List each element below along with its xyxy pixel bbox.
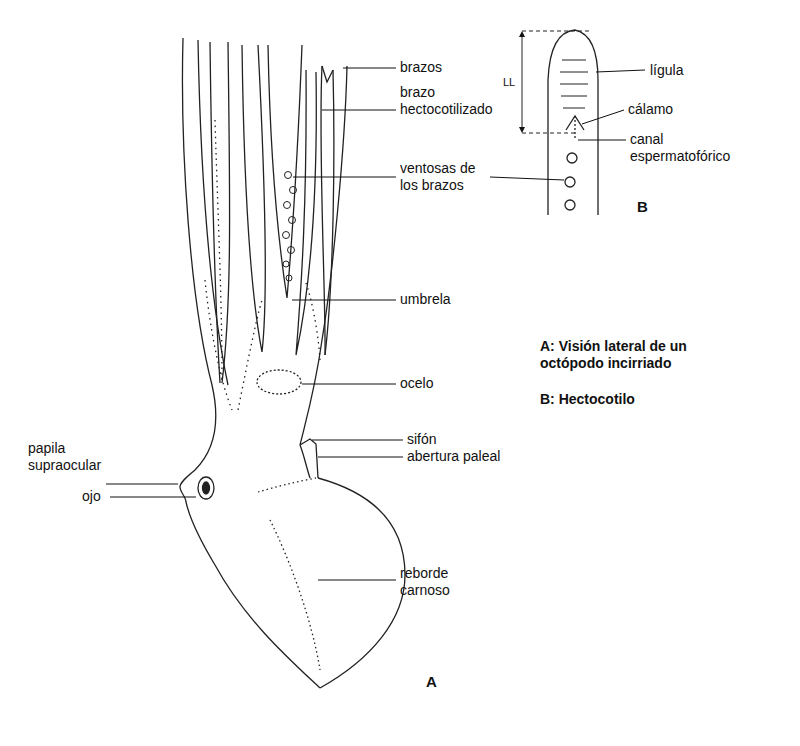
sucker <box>565 200 575 210</box>
part-label: ventosas de los brazos <box>400 160 490 194</box>
leader-line <box>312 440 403 441</box>
leader-line <box>302 384 396 385</box>
leader-line <box>322 110 396 111</box>
pupil <box>203 482 210 494</box>
part-label: ojo <box>82 488 108 505</box>
ligula-striations <box>560 60 588 108</box>
part-label: umbrela <box>400 291 490 308</box>
pallial-opening <box>258 478 316 492</box>
umbrella-web <box>305 280 320 360</box>
spermatophoric-groove <box>574 116 575 140</box>
dimension-guide <box>522 31 592 133</box>
fleshy-ridge <box>270 520 320 670</box>
part-label: canal espermatofórico <box>630 131 745 165</box>
sucker <box>290 187 297 194</box>
body-left-outline <box>180 38 320 688</box>
part-label: brazo hectocotilizado <box>400 84 510 118</box>
part-label: sifón <box>407 431 497 448</box>
leader-line <box>318 580 396 581</box>
caption-note: A: Visión lateral de un octópodo incirri… <box>540 338 725 372</box>
leader-line <box>490 177 564 180</box>
leader-line <box>292 300 396 301</box>
sucker <box>284 202 291 209</box>
arm-outline <box>296 70 316 355</box>
eye <box>198 477 214 499</box>
arm-outline <box>198 40 228 385</box>
part-label: lígula <box>650 62 740 79</box>
body-right-outline <box>300 66 347 445</box>
leader-line <box>110 497 196 498</box>
ocellus <box>257 370 301 394</box>
figure-letter: B <box>637 198 667 216</box>
leader-lines <box>106 68 645 580</box>
arm-outline <box>242 45 265 352</box>
part-label: cálamo <box>628 101 718 118</box>
arm-outline <box>222 42 230 383</box>
part-label: ocelo <box>400 375 490 392</box>
leader-line <box>293 177 396 178</box>
sucker <box>285 172 292 179</box>
mantle-right-outline <box>318 478 405 688</box>
sucker-arm-outline <box>268 45 302 298</box>
hectocotylized-arm <box>321 66 325 355</box>
umbrella-web <box>205 280 232 410</box>
umbrella-web <box>238 300 262 410</box>
leader-line <box>318 457 403 458</box>
suckers <box>283 172 297 282</box>
sucker <box>283 232 290 239</box>
calamus <box>566 116 584 130</box>
leader-line <box>106 484 178 485</box>
leader-line <box>582 110 624 124</box>
leader-line <box>596 70 645 72</box>
part-label: reborde carnoso <box>400 565 480 599</box>
hectocotylus-outline <box>548 30 598 215</box>
sucker <box>565 177 575 187</box>
leader-line <box>343 68 396 69</box>
sucker <box>286 275 292 281</box>
siphon-outline <box>300 439 318 478</box>
caption-note: B: Hectocotilo <box>540 391 725 408</box>
siphon-outline <box>300 445 310 478</box>
sucker <box>288 247 295 254</box>
part-label: papila supraocular <box>28 440 118 474</box>
octopus-outline <box>180 38 405 688</box>
sucker <box>567 153 577 163</box>
sucker <box>289 217 296 224</box>
dimension-line <box>522 34 523 130</box>
sucker <box>283 261 289 267</box>
part-label: abertura paleal <box>407 448 537 465</box>
arm-outline <box>210 42 220 383</box>
hectocotylized-arm <box>325 70 334 355</box>
suckers-profile <box>215 120 222 380</box>
dimension-label: LL <box>503 75 521 89</box>
figure-letter: A <box>426 673 456 691</box>
part-label: brazos <box>400 59 490 76</box>
hectocotylus-tip <box>322 66 333 82</box>
leader-line <box>578 140 626 141</box>
